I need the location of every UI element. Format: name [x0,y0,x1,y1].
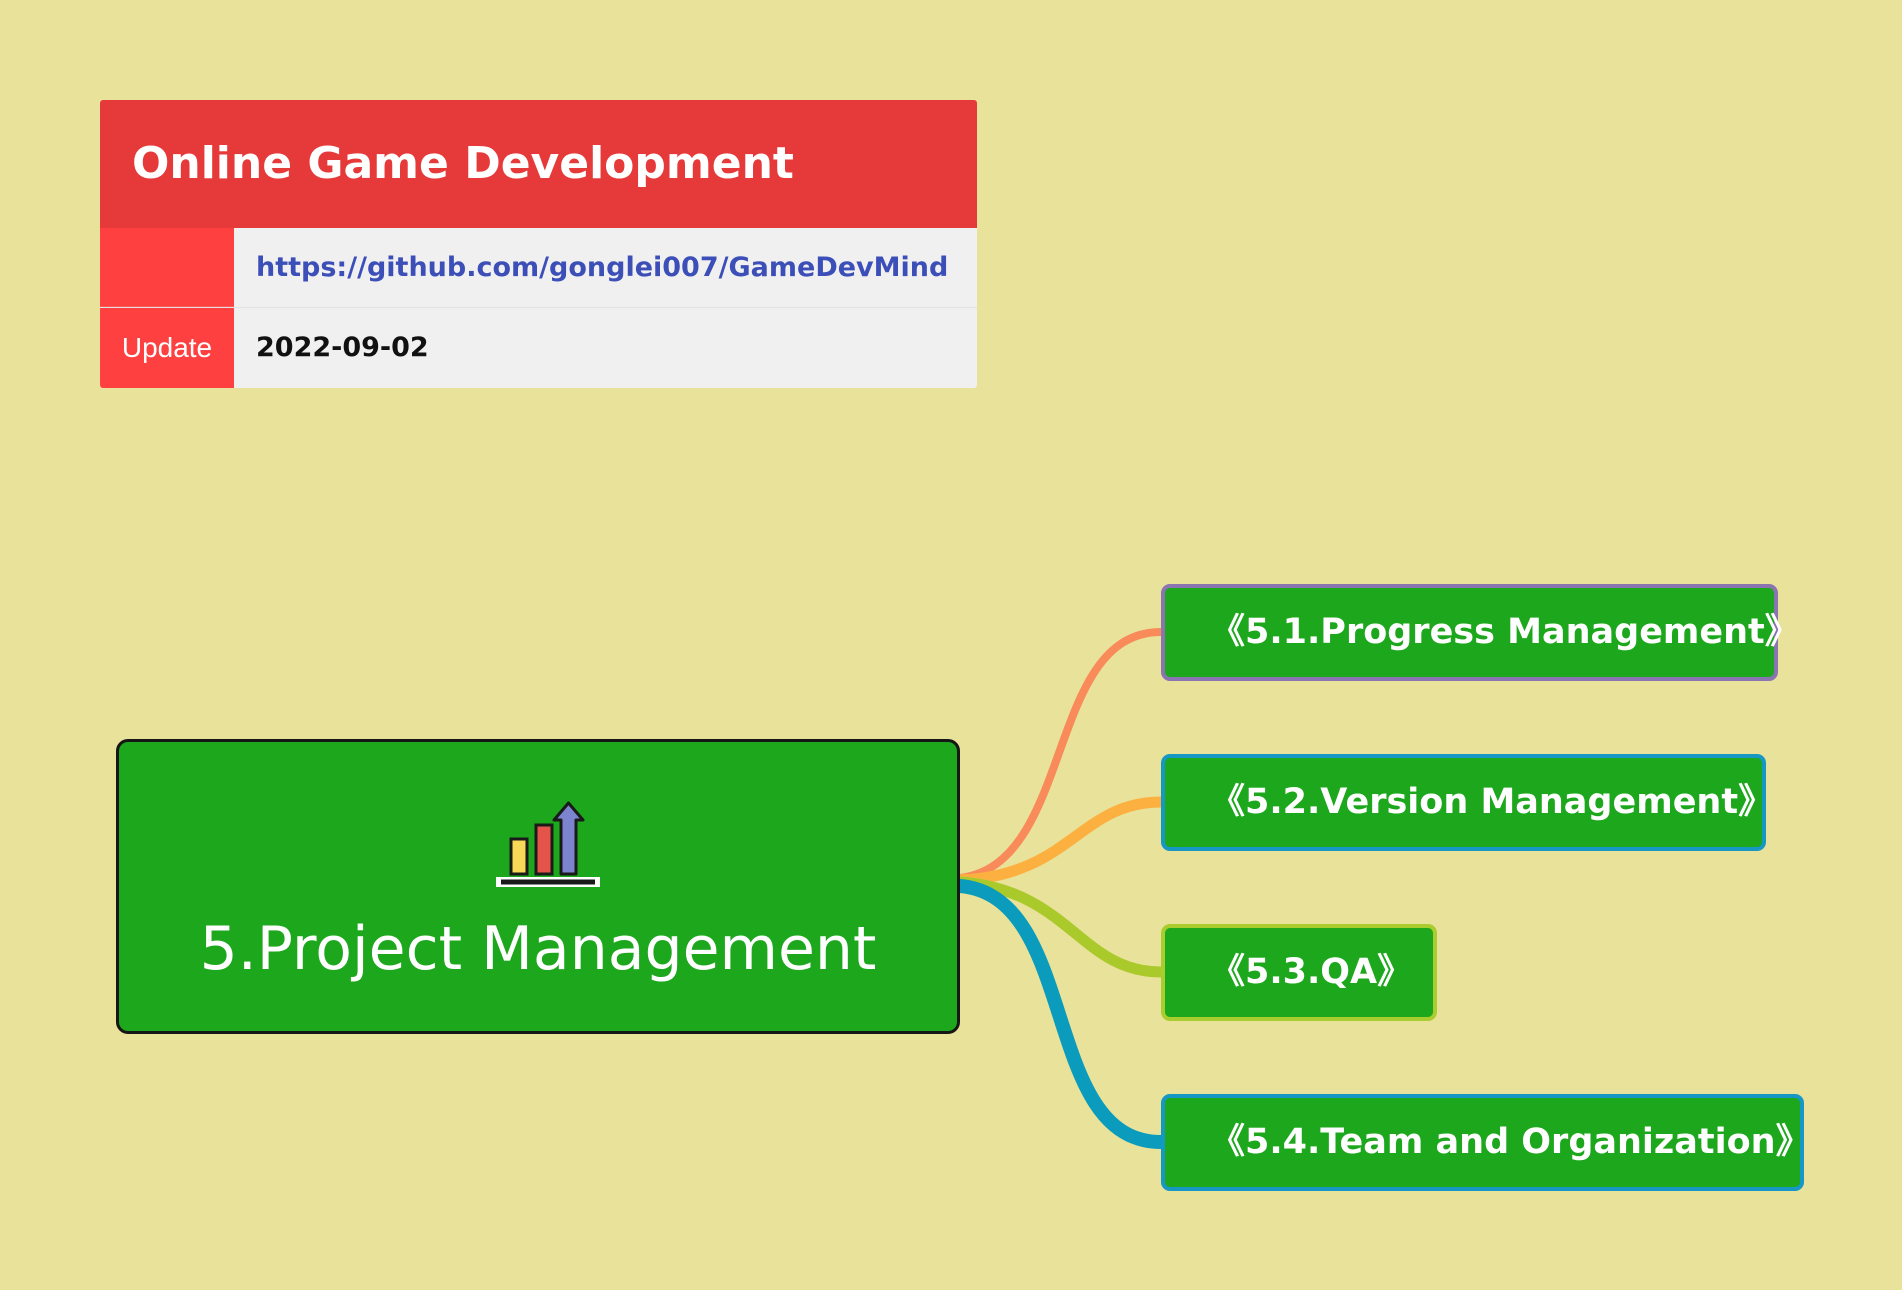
bar-chart-growth-icon [496,801,600,887]
topic-qa[interactable]: 《5.3.QA》 [1161,924,1437,1021]
update-date: 2022-09-02 [256,332,429,363]
info-row-link: https://github.com/gonglei007/GameDevMin… [100,228,977,308]
branch-line-5-3 [954,876,1167,978]
info-card: Online Game Development https://github.c… [100,100,977,388]
branch-line-5-4 [953,879,1168,1149]
info-title: Online Game Development [100,100,977,228]
central-topic[interactable]: 5.Project Management [116,739,960,1034]
update-label: Update [100,308,234,388]
info-key [100,228,234,307]
branch-line-5-1 [956,628,1165,882]
central-topic-label: 5.Project Management [199,914,877,984]
repo-link[interactable]: https://github.com/gonglei007/GameDevMin… [256,252,949,283]
info-row-update: Update 2022-09-02 [100,308,977,388]
topic-progress-management[interactable]: 《5.1.Progress Management》 [1161,584,1800,681]
topic-team-and-organization[interactable]: 《5.4.Team and Organization》 [1161,1094,1811,1191]
branch-line-5-2 [954,796,1167,886]
topic-version-management[interactable]: 《5.2.Version Management》 [1161,754,1773,851]
